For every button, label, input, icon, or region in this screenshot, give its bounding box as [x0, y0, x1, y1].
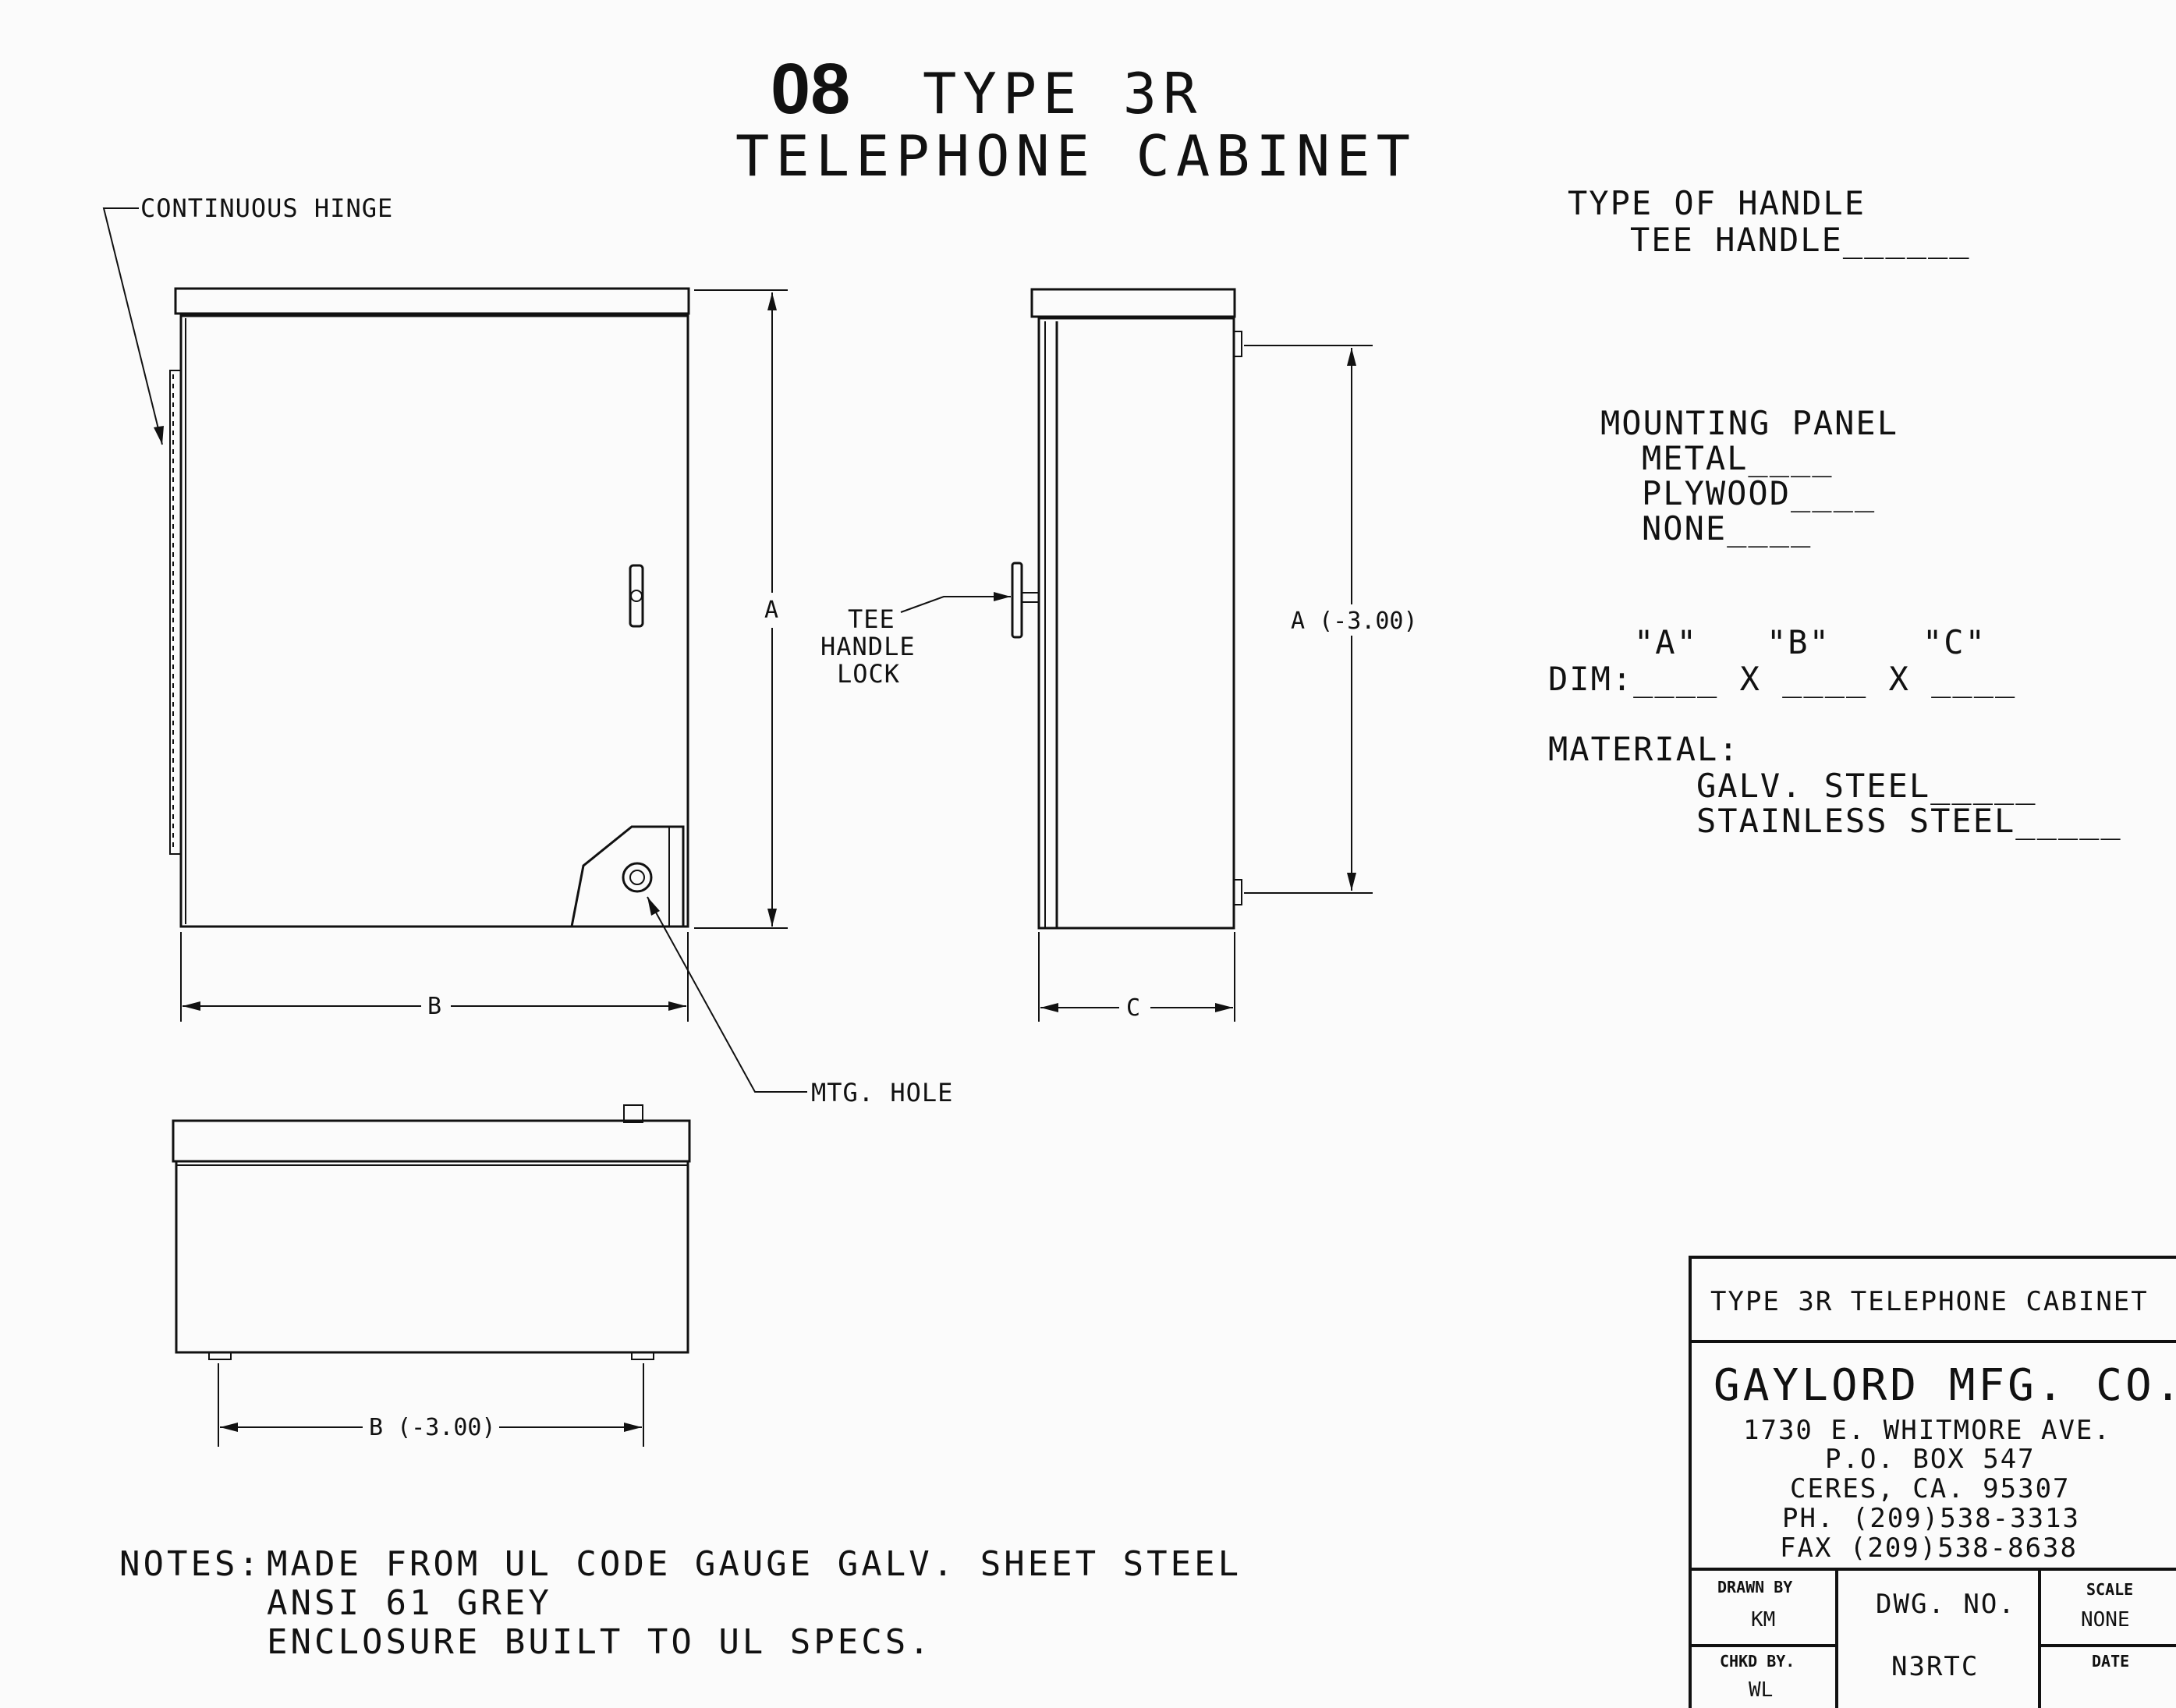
side-body — [1037, 317, 1235, 930]
dim-a-label: A — [764, 597, 778, 624]
dim-header-a: "A" — [1634, 623, 1698, 661]
panel-heading: MOUNTING PANEL — [1600, 404, 1898, 442]
tb-fax: FAX (209)538-8638 — [1780, 1533, 2078, 1564]
title-block: TYPE 3R TELEPHONE CABINET GAYLORD MFG. C… — [1689, 1256, 2176, 1708]
dim-header-c: "C" — [1923, 623, 1986, 661]
mounting-hole — [622, 862, 653, 893]
dim-a-side-label: A (-3.00) — [1291, 608, 1418, 635]
side-top-lid — [1030, 288, 1236, 318]
notes-line2: ANSI 61 GREY — [267, 1583, 552, 1623]
material-stainless: STAINLESS STEEL_____ — [1696, 802, 2122, 840]
title-line2: TELEPHONE CABINET — [735, 123, 1416, 189]
tb-address3: CERES, CA. 95307 — [1790, 1473, 2071, 1504]
tb-scale-label: SCALE — [2086, 1580, 2133, 1599]
tee-handle-front — [629, 564, 644, 628]
tee-handle-side — [1011, 562, 1023, 639]
front-view: A B CONTINUOUS HINGE MTG. HOLE — [102, 193, 953, 1107]
mtg-hole-label: MTG. HOLE — [811, 1078, 953, 1107]
panel-plywood: PLYWOOD____ — [1642, 474, 1876, 512]
dim-header-b: "B" — [1767, 623, 1830, 661]
tb-company: GAYLORD MFG. CO. — [1714, 1360, 2176, 1411]
material-galv: GALV. STEEL_____ — [1696, 767, 2037, 805]
tb-dwg-no-label: DWG. NO. — [1876, 1589, 2016, 1620]
material-heading: MATERIAL: — [1548, 730, 1740, 768]
hinge-label: CONTINUOUS HINGE — [140, 193, 393, 223]
dim-b-bottom-label: B (-3.00) — [369, 1414, 496, 1441]
tb-phone: PH. (209)538-3313 — [1782, 1503, 2080, 1534]
bottom-top-band — [172, 1119, 691, 1163]
notes-line3: ENCLOSURE BUILT TO UL SPECS. — [267, 1622, 933, 1662]
tb-drawn-by-label: DRAWN BY — [1717, 1578, 1792, 1596]
drawing-title: 08 TYPE 3R TELEPHONE CABINET — [735, 49, 1416, 189]
tee-handle-label-2: HANDLE — [820, 632, 916, 661]
title-number: 08 — [771, 49, 850, 129]
handle-option: TEE HANDLE______ — [1630, 221, 1971, 259]
notes-prefix: NOTES: — [119, 1544, 262, 1584]
notes-line1: MADE FROM UL CODE GAUGE GALV. SHEET STEE… — [267, 1544, 1242, 1584]
bottom-body — [175, 1160, 689, 1354]
tee-handle-label-1: TEE — [848, 604, 895, 634]
continuous-hinge — [169, 370, 182, 855]
side-view: TEE HANDLE LOCK A (-3.00) C — [820, 288, 1418, 1022]
handle-heading: TYPE OF HANDLE — [1568, 184, 1866, 222]
front-door — [179, 314, 689, 928]
tb-address1: 1730 E. WHITMORE AVE. — [1743, 1415, 2111, 1446]
tb-date-label: DATE — [2092, 1652, 2129, 1671]
options-block: TYPE OF HANDLE TEE HANDLE______ MOUNTING… — [1548, 184, 2122, 840]
dim-b-label: B — [427, 993, 441, 1020]
panel-metal: METAL____ — [1642, 439, 1834, 477]
mounting-bracket — [570, 825, 685, 928]
tb-address2: P.O. BOX 547 — [1825, 1444, 2036, 1475]
tb-title: TYPE 3R TELEPHONE CABINET — [1710, 1286, 2149, 1317]
front-top-lid — [174, 287, 690, 315]
title-line1: TYPE 3R — [923, 61, 1203, 126]
tb-dwg-no: N3RTC — [1891, 1651, 1979, 1682]
tee-handle-label-3: LOCK — [837, 659, 900, 689]
tb-drawn-by: KM — [1751, 1608, 1775, 1632]
panel-none: NONE____ — [1642, 509, 1812, 547]
tb-chkd-by: WL — [1749, 1678, 1773, 1702]
bottom-view: B (-3.00) — [172, 1104, 691, 1447]
tb-chkd-by-label: CHKD BY. — [1720, 1652, 1795, 1671]
dim-c-label: C — [1126, 994, 1140, 1022]
tb-scale: NONE — [2081, 1608, 2130, 1632]
dim-line: DIM:____ X ____ X ____ — [1548, 660, 2016, 698]
notes-block: NOTES: MADE FROM UL CODE GAUGE GALV. SHE… — [119, 1544, 1242, 1662]
